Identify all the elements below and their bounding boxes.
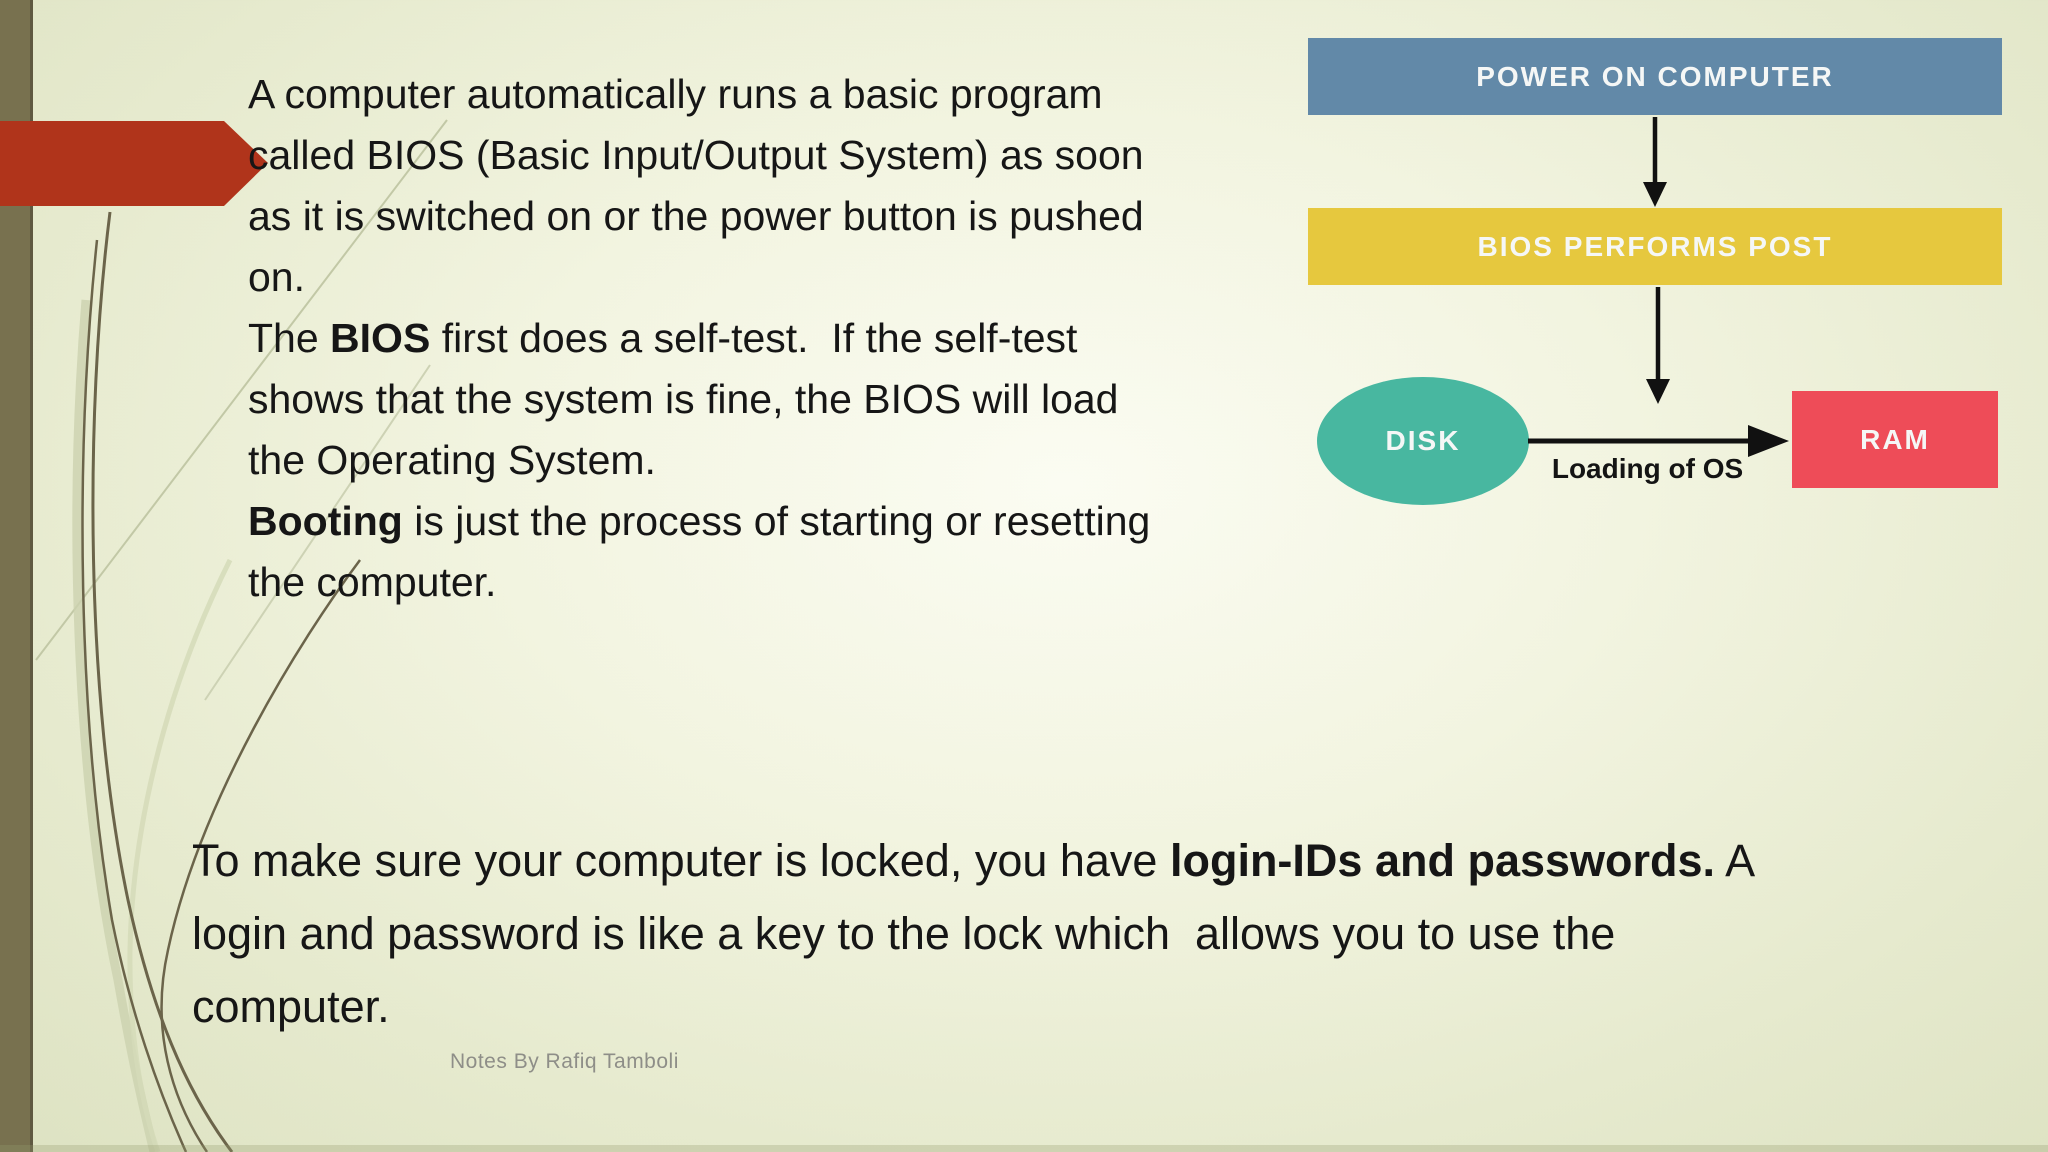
arrow-post-down: [1646, 287, 1670, 404]
arrow-power-to-post: [1643, 117, 1667, 207]
flowchart-node-power-on: POWER ON COMPUTER: [1308, 38, 2002, 115]
ram-label: RAM: [1860, 423, 1930, 455]
loading-of-os-label: Loading of OS: [1551, 453, 1744, 484]
bios-paragraph: A computer automatically runs a basic pr…: [248, 64, 1428, 613]
bios-bold-word: BIOS: [330, 315, 431, 361]
flowchart-node-bios-post: BIOS PERFORMS POST: [1308, 208, 2002, 285]
flowchart-node-ram: RAM: [1792, 391, 1998, 488]
flowchart-node-disk: DISK: [1317, 377, 1529, 505]
bios-post-label: BIOS PERFORMS POST: [1477, 230, 1833, 262]
bios-paragraph-text-2: first does a self-test. If the self-test…: [248, 315, 1119, 483]
disk-label: DISK: [1385, 425, 1461, 456]
power-on-label: POWER ON COMPUTER: [1476, 60, 1834, 92]
login-paragraph: To make sure your computer is locked, yo…: [192, 824, 2048, 1043]
bios-paragraph-text-3: is just the process of starting or reset…: [248, 498, 1151, 605]
red-banner-arrow: [0, 121, 268, 206]
booting-bold-word: Booting: [248, 498, 403, 544]
login-paragraph-text-1: To make sure your computer is locked, yo…: [192, 835, 1170, 886]
login-ids-bold: login-IDs and passwords.: [1169, 835, 1716, 886]
footer-credit: Notes By Rafiq Tamboli: [450, 1050, 679, 1073]
bios-paragraph-text-1: A computer automatically runs a basic pr…: [248, 71, 1144, 361]
bottom-edge-strip: [0, 1145, 2048, 1152]
login-paragraph-text-2: A login and password is like a key to th…: [192, 835, 1756, 1032]
